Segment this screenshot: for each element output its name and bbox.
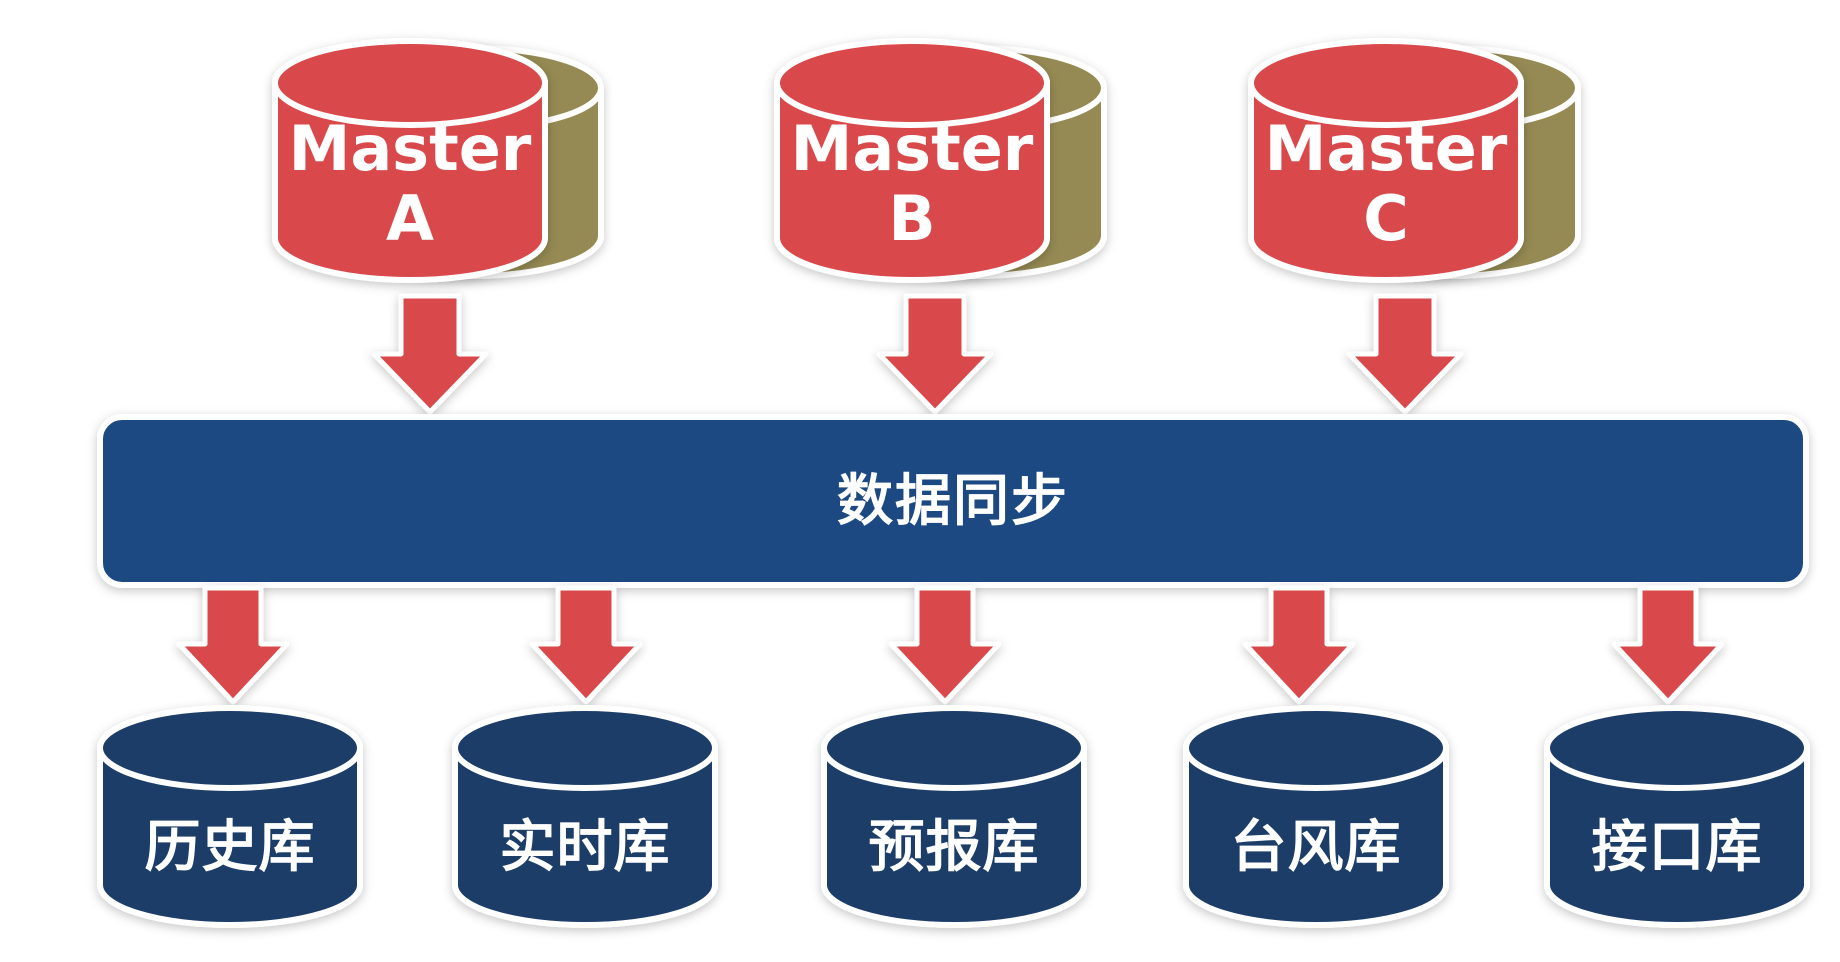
sync-bar-label: 数据同步 <box>837 469 1069 534</box>
master-c-label-line2: C <box>1363 182 1409 255</box>
master-db-a: Master A <box>272 38 604 283</box>
master-a-label-line2: A <box>386 182 434 255</box>
master-b-label-line2: B <box>888 182 935 255</box>
sync-bar: 数据同步 <box>97 414 1809 588</box>
db-history-label: 历史库 <box>145 815 316 880</box>
arrow-down-icon <box>888 585 1002 705</box>
master-b-label-line1: Master <box>791 112 1034 185</box>
master-db-c-front <box>1248 38 1524 283</box>
master-a-label-line1: Master <box>289 112 532 185</box>
db-forecast-label: 预报库 <box>869 815 1040 880</box>
master-db-b-front <box>774 38 1050 283</box>
db-typhoon-label: 台风库 <box>1231 815 1402 880</box>
db-interface: 接口库 <box>1544 705 1810 928</box>
db-realtime: 实时库 <box>452 705 718 928</box>
master-db-b: Master B <box>774 38 1107 283</box>
arrows-sync-to-databases <box>176 585 1725 705</box>
master-c-label-line1: Master <box>1265 112 1508 185</box>
db-interface-label: 接口库 <box>1592 815 1763 880</box>
arrow-down-icon <box>876 293 994 415</box>
db-typhoon: 台风库 <box>1183 705 1449 928</box>
db-realtime-label: 实时库 <box>500 815 671 880</box>
master-db-a-front <box>272 38 548 283</box>
master-db-c: Master C <box>1248 38 1581 283</box>
arrows-masters-to-sync <box>371 293 1464 415</box>
arrow-down-icon <box>176 585 290 705</box>
arrow-down-icon <box>529 585 643 705</box>
arrow-down-icon <box>1346 293 1464 415</box>
db-history: 历史库 <box>97 705 363 928</box>
arrow-down-icon <box>371 293 489 415</box>
arrow-down-icon <box>1242 585 1356 705</box>
arrow-down-icon <box>1611 585 1725 705</box>
db-forecast: 预报库 <box>821 705 1087 928</box>
